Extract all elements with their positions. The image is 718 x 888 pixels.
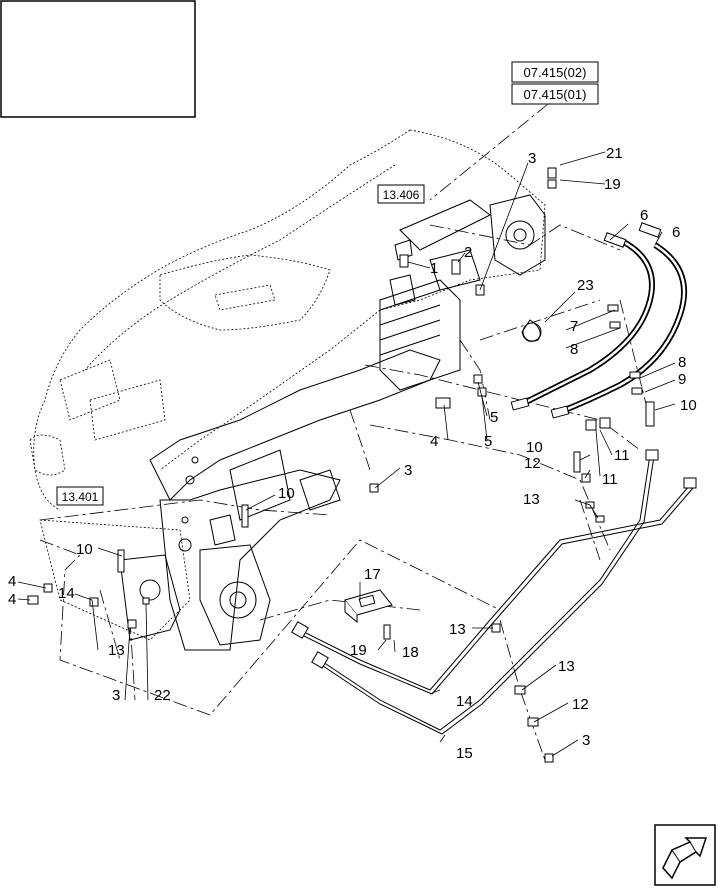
title-block — [0, 0, 196, 118]
reference-box-07415-01[interactable]: 07.415(01) — [511, 83, 599, 105]
callout-3: 3 — [582, 732, 590, 749]
svg-text:13.401: 13.401 — [62, 490, 99, 504]
callout-labels: 1 2 3 3 3 3 4 4 4 5 5 6 6 7 8 8 9 10 10 … — [8, 145, 697, 762]
svg-text:07.415(02): 07.415(02) — [524, 65, 587, 80]
hydraulic-hose-6a — [518, 237, 655, 408]
callout-2: 2 — [464, 244, 472, 261]
callout-8: 8 — [678, 354, 686, 371]
callout-10: 10 — [680, 397, 697, 414]
callout-7: 7 — [570, 318, 578, 335]
pipe-end-fittings — [291, 449, 697, 669]
callout-6: 6 — [640, 207, 648, 224]
tractor-body-outline — [29, 129, 546, 641]
reference-box-13406[interactable]: 13.406 — [377, 184, 425, 204]
callout-4: 4 — [430, 433, 438, 450]
svg-text:07.415(01): 07.415(01) — [524, 87, 587, 102]
callout-13: 13 — [558, 658, 575, 675]
callout-19: 19 — [604, 176, 621, 193]
rigid-pipe-15 — [319, 454, 655, 735]
callout-12: 12 — [524, 455, 541, 472]
chassis-frame — [119, 349, 441, 651]
callout-11: 11 — [614, 447, 630, 464]
hydraulic-hose-6b — [558, 242, 688, 415]
leader-line — [429, 103, 549, 201]
callout-11: 11 — [602, 471, 618, 488]
reference-box-07415-02[interactable]: 07.415(02) — [511, 61, 599, 83]
callout-6: 6 — [672, 224, 680, 241]
callout-12: 12 — [572, 696, 589, 713]
callout-23: 23 — [577, 277, 594, 294]
callout-10: 10 — [76, 541, 93, 558]
hardware-parts — [27, 167, 655, 763]
callout-13: 13 — [108, 642, 125, 659]
rear-bracket — [394, 194, 546, 276]
callout-13: 13 — [449, 621, 466, 638]
callout-14: 14 — [58, 585, 75, 602]
svg-text:13.406: 13.406 — [383, 188, 420, 202]
rigid-pipe-14 — [299, 484, 694, 695]
callout-1: 1 — [430, 260, 438, 277]
callout-8: 8 — [570, 341, 578, 358]
callout-4: 4 — [8, 573, 16, 590]
leader-lines — [17, 151, 676, 757]
callout-21: 21 — [606, 145, 623, 162]
hose-fittings — [510, 222, 662, 431]
callout-17: 17 — [364, 566, 381, 583]
callout-4: 4 — [8, 591, 16, 608]
callout-3: 3 — [112, 687, 120, 704]
callout-14: 14 — [456, 693, 473, 710]
control-valve-block — [379, 249, 481, 391]
callout-3: 3 — [528, 150, 536, 167]
construction-lines — [39, 224, 651, 761]
callout-13: 13 — [523, 491, 540, 508]
callout-10: 10 — [526, 439, 543, 456]
callout-10: 10 — [278, 485, 295, 502]
callout-3: 3 — [404, 462, 412, 479]
callout-9: 9 — [678, 371, 686, 388]
bracket-17 — [344, 589, 393, 624]
callout-18: 18 — [402, 644, 419, 661]
next-page-arrow-icon[interactable] — [654, 824, 716, 886]
callout-5: 5 — [484, 433, 492, 450]
callout-22: 22 — [154, 687, 171, 704]
callout-19: 19 — [350, 642, 367, 659]
callout-5: 5 — [490, 409, 498, 426]
reference-box-13401[interactable]: 13.401 — [56, 486, 104, 506]
callout-15: 15 — [456, 745, 473, 762]
